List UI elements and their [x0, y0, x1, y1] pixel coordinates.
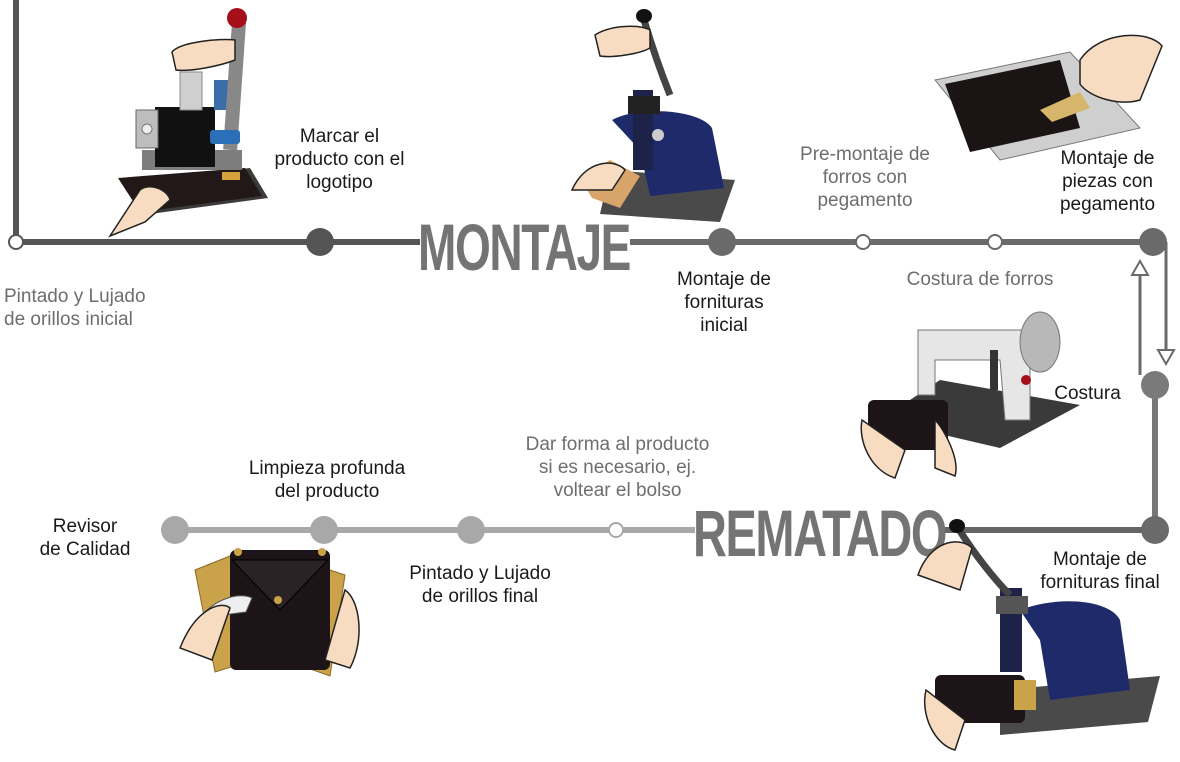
- node-montaje-fornituras-final: [1141, 516, 1169, 544]
- riveting-press-final-icon: [917, 519, 1160, 751]
- arrow-up-icon: [1130, 258, 1150, 276]
- step-label-montaje-fornituras-final: Montaje de fornituras final: [1040, 549, 1160, 593]
- arrow-down-icon: [1156, 349, 1176, 367]
- node-dar-forma: [608, 522, 624, 538]
- flow-nodes: [8, 228, 1169, 544]
- node-montaje-piezas: [1139, 228, 1167, 256]
- step-label-marcar: Marcar el producto con el logotipo: [274, 126, 405, 193]
- stamping-press-icon: [108, 8, 268, 238]
- step-label-costura-forros: Costura de forros: [906, 269, 1054, 290]
- node-pintado-inicial: [8, 234, 24, 250]
- step-label-dar-forma: Dar forma al producto si es necesario, e…: [525, 434, 710, 501]
- gluing-board-icon: [934, 34, 1163, 161]
- sewing-machine-icon: [860, 311, 1080, 479]
- node-limpieza: [310, 516, 338, 544]
- step-label-pre-montaje-forros: Pre-montaje de forros con pegamento: [800, 144, 930, 211]
- step-label-costura: Costura: [1054, 383, 1121, 404]
- node-pintado-final: [457, 516, 485, 544]
- step-label-pintado-inicial: Pintado y Lujado de orillos inicial: [4, 286, 146, 330]
- bag-inspection-icon: [179, 548, 360, 677]
- node-costura: [1141, 371, 1169, 399]
- step-label-montaje-fornituras-inicial: Montaje de fornituras inicial: [676, 269, 771, 336]
- node-marcar: [306, 228, 334, 256]
- riveting-press-icon: [570, 9, 735, 222]
- section-title-rematado: REMATADO: [693, 496, 946, 570]
- step-label-limpieza: Limpieza profunda del producto: [248, 458, 406, 502]
- node-pre-montaje: [855, 234, 871, 250]
- node-montaje-fornituras-inicial: [708, 228, 736, 256]
- step-label-revisor: Revisor de Calidad: [39, 516, 131, 560]
- step-label-pintado-final: Pintado y Lujado de orillos final: [409, 563, 551, 607]
- step-label-montaje-piezas: Montaje de piezas con pegamento: [1059, 148, 1156, 215]
- section-title-montaje: MONTAJE: [418, 210, 630, 284]
- node-costura-forros: [987, 234, 1003, 250]
- node-revisor: [161, 516, 189, 544]
